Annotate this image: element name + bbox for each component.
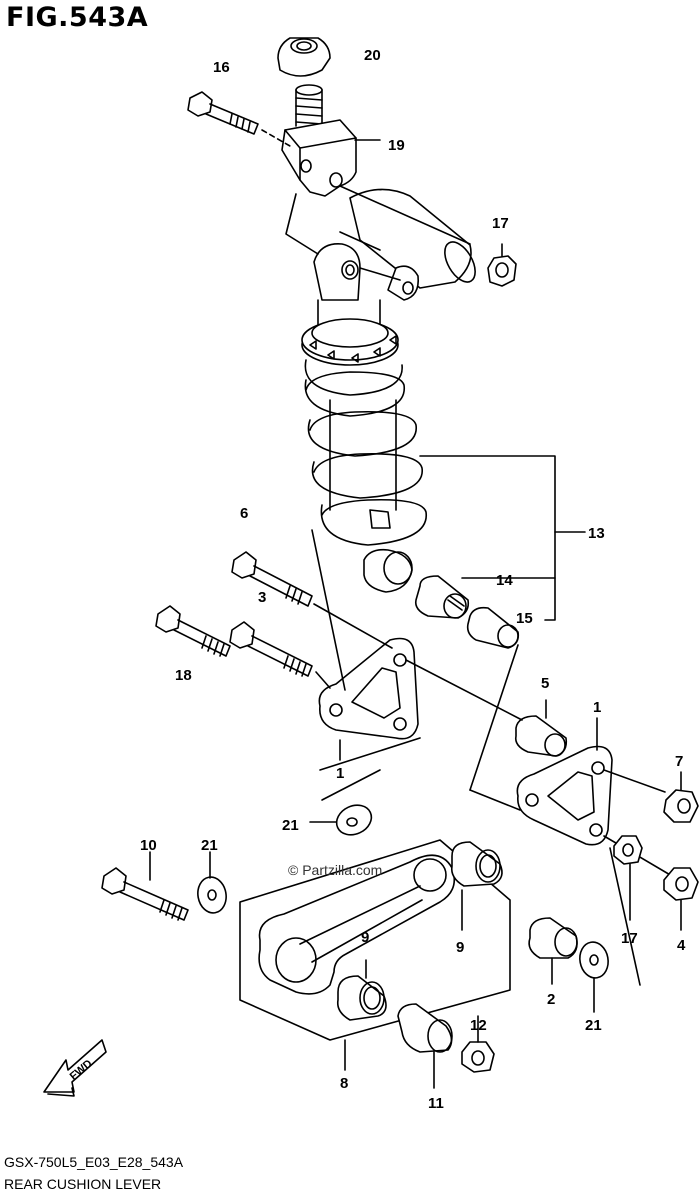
callout-9-right: 9 xyxy=(456,939,464,956)
callout-8: 8 xyxy=(340,1075,348,1092)
callout-14: 14 xyxy=(496,572,513,589)
watermark: © Partzilla.com xyxy=(288,862,383,878)
figure-name: REAR CUSHION LEVER xyxy=(4,1176,162,1192)
callout-6: 6 xyxy=(240,505,248,522)
bearing-part-9-left xyxy=(336,959,387,1021)
callout-10: 11 xyxy=(428,1095,444,1112)
nut-part-17-lower xyxy=(613,835,643,921)
collar-part-2 xyxy=(528,917,578,985)
callout-11: 10 xyxy=(140,837,157,854)
fwd-arrow-icon xyxy=(43,1039,107,1097)
bolt-part-6 xyxy=(231,551,313,607)
callout-13: 13 xyxy=(588,525,605,542)
nut-part-17-upper xyxy=(487,243,517,287)
callout-18: 18 xyxy=(175,667,192,684)
collar-part-5 xyxy=(514,715,568,757)
callout-19: 19 xyxy=(388,137,405,154)
callout-12: 12 xyxy=(470,1017,487,1034)
callout-7: 7 xyxy=(675,753,683,770)
bushing-part-14 xyxy=(414,575,470,619)
bearing-part-9-right xyxy=(450,841,503,931)
bolt-part-18 xyxy=(155,605,231,657)
callout-9-left: 9 xyxy=(361,929,369,946)
callout-16: 16 xyxy=(213,59,230,76)
callout-15: 15 xyxy=(516,610,533,627)
nut-part-4 xyxy=(663,867,699,931)
callout-1-right: 1 xyxy=(593,699,601,716)
upper-bracket-part-19 xyxy=(281,84,357,197)
washer-part-21-left xyxy=(197,851,227,914)
washer-part-21-top xyxy=(309,804,373,836)
bolt-part-11 xyxy=(101,851,189,921)
washer-part-21-right xyxy=(579,941,609,1013)
nut-part-7 xyxy=(663,771,699,823)
bolt-part-3 xyxy=(229,621,313,677)
bolt-part-16 xyxy=(187,91,259,135)
cushion-rod-plate-part-1-right xyxy=(516,745,613,846)
nut-part-12 xyxy=(461,1015,495,1073)
callout-5: 5 xyxy=(541,675,549,692)
callout-20: 20 xyxy=(364,47,381,64)
collar-part-10 xyxy=(397,1003,453,1089)
shock-absorber-part-13 xyxy=(301,188,586,621)
callout-1-left: 1 xyxy=(336,765,344,782)
callout-4: 4 xyxy=(677,937,686,954)
figure-code: GSX-750L5_E03_E28_543A xyxy=(4,1154,184,1170)
top-nut-part-20 xyxy=(277,37,331,77)
callout-21-top: 21 xyxy=(282,817,299,834)
sleeve-part-15 xyxy=(466,606,520,649)
callout-3: 3 xyxy=(258,589,266,606)
callout-17-lower: 17 xyxy=(621,930,638,947)
callout-2: 2 xyxy=(547,991,555,1008)
cushion-lever-part-8 xyxy=(258,854,456,995)
callout-21-right: 21 xyxy=(585,1017,602,1034)
callout-17-upper: 17 xyxy=(492,215,509,232)
cushion-rod-plate-part-1-left xyxy=(318,637,419,740)
figure-title: FIG.543A xyxy=(6,2,149,33)
callout-21-left: 21 xyxy=(201,837,218,854)
